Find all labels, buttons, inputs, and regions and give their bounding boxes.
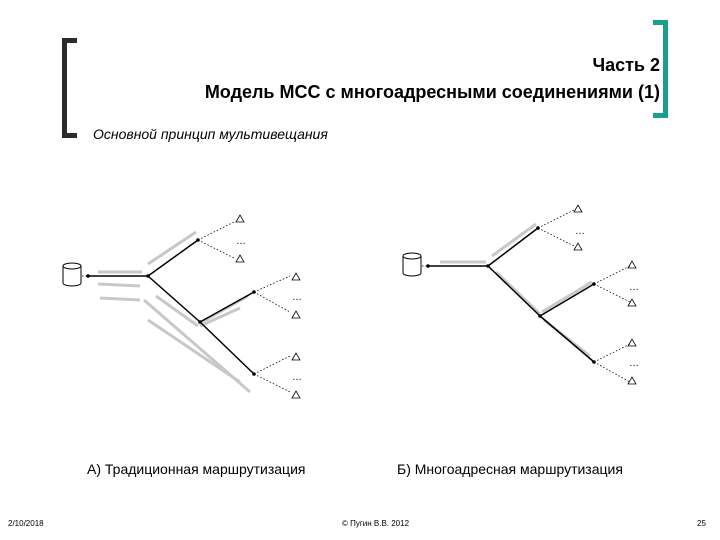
right-bracket-decoration [653, 20, 668, 118]
triangle-icon [235, 254, 245, 263]
triangle-icon [627, 260, 637, 269]
slide-title: Модель МСС с многоадресными соединениями… [204, 82, 660, 102]
triangle-icon [235, 214, 245, 223]
multicast-routing-diagram: … … … [402, 204, 639, 385]
triangle-icon [627, 376, 637, 385]
triangle-icon [291, 272, 301, 281]
ellipsis-label: … [292, 292, 302, 303]
receiver-icons-left [235, 214, 301, 399]
ellipsis-label: … [292, 372, 302, 383]
triangle-icon [627, 298, 637, 307]
left-bracket-decoration [62, 38, 77, 138]
traditional-routing-diagram: … … … [62, 214, 302, 399]
footer-copyright: © Пугин В.В. 2012 [342, 519, 410, 528]
parallel-streams [97, 230, 251, 394]
ellipsis-label: … [575, 226, 585, 237]
ellipsis-label: … [629, 358, 639, 369]
triangle-icon [291, 352, 301, 361]
triangle-icon [291, 390, 301, 399]
part-label: Часть 2 [592, 55, 660, 75]
triangle-icon [291, 310, 301, 319]
source-server-icon [402, 252, 422, 277]
caption-multicast-routing: Б) Многоадресная маршрутизация [397, 461, 623, 477]
source-server-icon [62, 262, 82, 287]
ellipsis-label: … [629, 282, 639, 293]
triangle-icon [573, 242, 583, 251]
receiver-icons-right [573, 204, 637, 385]
caption-traditional-routing: А) Традиционная маршрутизация [87, 461, 306, 477]
triangle-icon [573, 204, 583, 213]
triangle-icon [627, 338, 637, 347]
ellipsis-label: … [236, 236, 246, 247]
footer-date: 2/10/2018 [8, 519, 44, 528]
footer-page-number: 25 [697, 519, 706, 528]
slide-subtitle: Основной принцип мультивещания [93, 126, 328, 142]
